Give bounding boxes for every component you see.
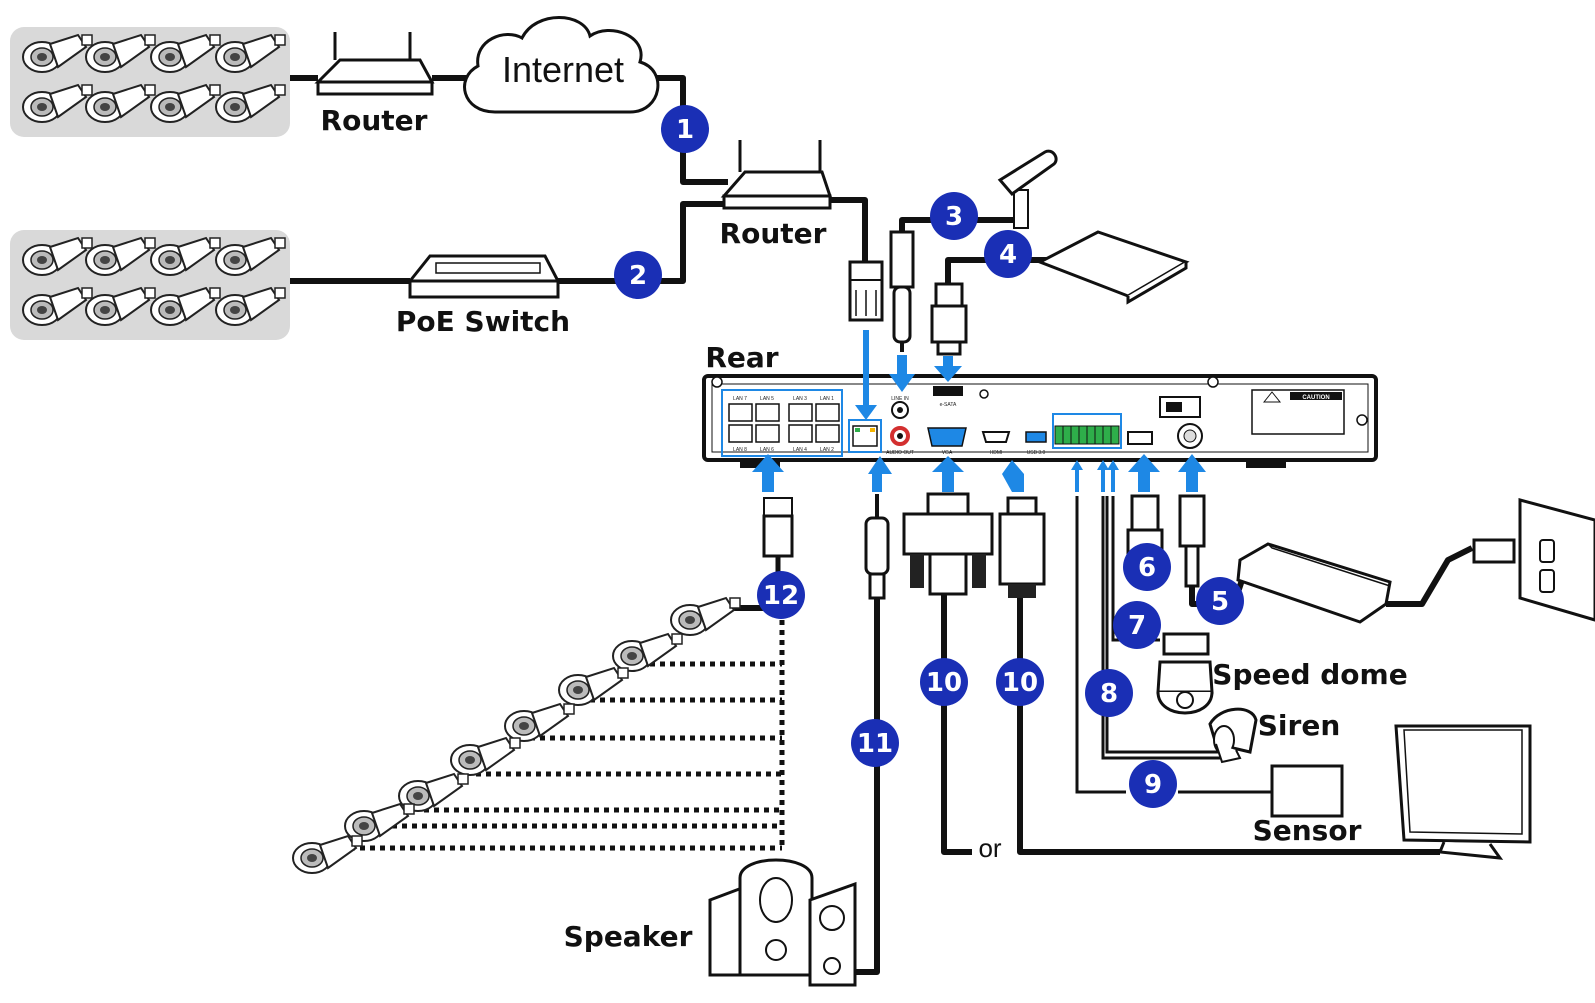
svg-text:7: 7: [1128, 611, 1146, 641]
internet-cloud-icon: [463, 16, 660, 114]
rear-label: Rear: [705, 341, 778, 374]
audio-out-port: AUDIO OUT: [886, 426, 914, 456]
svg-text:6: 6: [1138, 553, 1156, 583]
wall-outlet-icon: [1472, 498, 1595, 622]
siren-icon: [1208, 707, 1258, 764]
svg-text:USB 3.0: USB 3.0: [1027, 450, 1046, 456]
lan2-label: LAN 2: [820, 447, 834, 453]
line-in-port: LINE IN: [891, 396, 909, 419]
svg-text:10: 10: [1002, 668, 1038, 698]
rj45-plug-bottom-icon: [762, 497, 794, 574]
router-icon-top: [314, 32, 435, 96]
wire-siren-b: [1105, 496, 1218, 754]
speed-dome-icon: [1156, 632, 1214, 715]
speaker-label: Speaker: [564, 920, 693, 953]
poe-switch-icon: [406, 254, 561, 299]
badge-4: 4: [984, 230, 1032, 278]
power-switch: [1159, 396, 1201, 418]
rj45-plug-icon: [848, 260, 884, 322]
insert-arrows: [752, 330, 1206, 492]
lan5-label: LAN 5: [760, 396, 774, 402]
badge-5: 5: [1196, 577, 1244, 625]
internet-label: Internet: [502, 49, 624, 90]
wire-sensor: [1075, 496, 1126, 794]
hard-drive-icon: [1036, 230, 1190, 305]
wan-port: [848, 419, 882, 453]
power-port: [1177, 423, 1203, 449]
lan4-label: LAN 4: [793, 447, 807, 453]
badge-1: 1: [661, 105, 709, 153]
vga-port: VGA: [927, 427, 967, 456]
cable-vga: [941, 594, 972, 855]
cable-power-wall: [1386, 545, 1474, 607]
power-adapter-icon: [1236, 542, 1392, 624]
badge-8: 8: [1085, 669, 1133, 717]
svg-text:12: 12: [763, 581, 799, 611]
esata-port: e-SATA: [933, 386, 963, 408]
lan7-label: LAN 7: [733, 396, 747, 402]
vga-plug-icon: [902, 492, 994, 596]
badge-10-hdmi: 10: [996, 658, 1044, 706]
power-plug-icon: [1178, 494, 1206, 588]
svg-text:11: 11: [857, 729, 893, 759]
svg-text:9: 9: [1144, 770, 1162, 800]
usb30-port: USB 3.0: [1025, 431, 1047, 456]
microphone-icon: [997, 149, 1058, 229]
speed-dome-label: Speed dome: [1212, 658, 1407, 691]
monitor-icon: [1394, 724, 1532, 860]
camera-panel-top: [10, 27, 290, 137]
cable-speaker: [855, 598, 880, 975]
svg-text:e-SATA: e-SATA: [940, 402, 957, 408]
badge-11: 11: [851, 719, 899, 767]
svg-text:3: 3: [945, 202, 963, 232]
svg-text:AUDIO OUT: AUDIO OUT: [886, 450, 914, 456]
badge-10-vga: 10: [920, 658, 968, 706]
wire-siren-a: [1101, 496, 1222, 760]
camera-panel-bottom: [10, 230, 290, 340]
esata-plug-icon: [930, 282, 968, 356]
lan8-label: LAN 8: [733, 447, 747, 453]
audio-plug-in-icon: [889, 230, 915, 352]
speaker-icon: [708, 858, 857, 987]
svg-text:10: 10: [926, 668, 962, 698]
hdmi-plug-icon: [998, 496, 1046, 598]
svg-text:2: 2: [629, 261, 647, 291]
badge-9: 9: [1129, 760, 1177, 808]
usb-port: [1127, 431, 1153, 445]
router-icon-mid: [720, 140, 833, 210]
badge-7: 7: [1113, 601, 1161, 649]
lan3-label: LAN 3: [793, 396, 807, 402]
lan-port-group: LAN 7 LAN 5 LAN 3 LAN 1 LAN 8 LAN 6 LAN …: [721, 389, 843, 457]
badge-2: 2: [614, 251, 662, 299]
svg-text:CAUTION: CAUTION: [1302, 395, 1329, 401]
alarm-terminal-block: [1052, 413, 1122, 449]
audio-plug-out-icon: [864, 494, 890, 600]
svg-text:4: 4: [999, 240, 1017, 270]
sensor-label: Sensor: [1253, 814, 1362, 847]
hdmi-port: HDMI: [981, 431, 1011, 456]
siren-label: Siren: [1258, 709, 1341, 742]
svg-text:1: 1: [676, 115, 694, 145]
badge-12: 12: [757, 571, 805, 619]
router-top-label: Router: [321, 104, 428, 137]
svg-text:8: 8: [1100, 679, 1118, 709]
svg-text:HDMI: HDMI: [990, 450, 1003, 456]
or-label: or: [978, 833, 1001, 863]
svg-text:5: 5: [1211, 587, 1229, 617]
svg-text:LINE IN: LINE IN: [891, 396, 909, 402]
poe-switch-label: PoE Switch: [396, 305, 570, 338]
lan1-label: LAN 1: [820, 396, 834, 402]
caution-label: CAUTION: [1251, 389, 1345, 435]
step-badges: 1 2 3 4 5 6 7 8 9 10 10 11 12: [614, 105, 1244, 808]
badge-3: 3: [930, 192, 978, 240]
cable-router-nvr: [828, 197, 868, 262]
router-mid-label: Router: [720, 217, 827, 250]
badge-6: 6: [1123, 543, 1171, 591]
lan6-label: LAN 6: [760, 447, 774, 453]
svg-text:VGA: VGA: [942, 450, 953, 456]
sensor-icon: [1270, 764, 1344, 818]
